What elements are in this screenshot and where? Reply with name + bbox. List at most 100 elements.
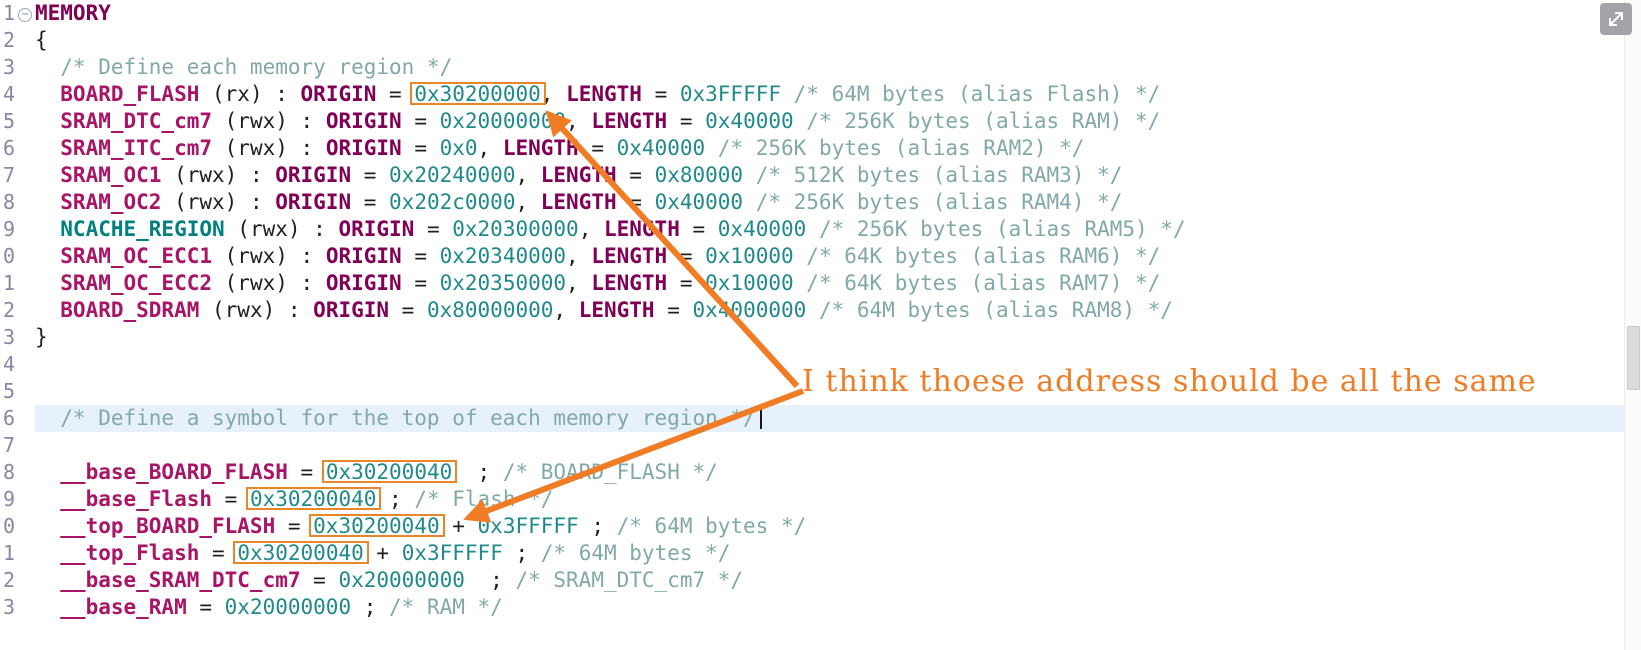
- code-token: ;: [502, 541, 541, 565]
- fold-column: [15, 135, 35, 162]
- code-text: MEMORY: [35, 0, 111, 27]
- code-line[interactable]: 2 BOARD_SDRAM (rwx) : ORIGIN = 0x8000000…: [0, 297, 1641, 324]
- code-line[interactable]: 5: [0, 378, 1641, 405]
- fold-minus-icon: −: [18, 8, 32, 22]
- code-line[interactable]: 9 NCACHE_REGION (rwx) : ORIGIN = 0x20300…: [0, 216, 1641, 243]
- code-token: =: [401, 244, 440, 268]
- code-token: LENGTH: [566, 82, 642, 106]
- code-line[interactable]: 5 SRAM_DTC_cm7 (rwx) : ORIGIN = 0x200000…: [0, 108, 1641, 135]
- fold-column: [15, 162, 35, 189]
- code-line[interactable]: 2 __base_SRAM_DTC_cm7 = 0x20000000 ; /* …: [0, 567, 1641, 594]
- code-token: SRAM_OC2: [35, 190, 162, 214]
- code-token: /* 256K bytes (alias RAM) */: [793, 109, 1161, 133]
- code-token: =: [376, 82, 415, 106]
- code-token: =: [300, 568, 339, 592]
- code-token: =: [351, 163, 390, 187]
- code-line[interactable]: 8 SRAM_OC2 (rwx) : ORIGIN = 0x202c0000, …: [0, 189, 1641, 216]
- code-token: SRAM_ITC_cm7: [35, 136, 213, 160]
- fold-column: [15, 594, 35, 621]
- code-token: /* 64M bytes */: [540, 541, 731, 565]
- fold-collapse-icon[interactable]: −: [15, 0, 35, 27]
- code-line[interactable]: 3}: [0, 324, 1641, 351]
- code-token: /* RAM */: [389, 595, 503, 619]
- fold-column: [15, 108, 35, 135]
- line-number: 5: [0, 378, 15, 405]
- code-token: =: [667, 109, 706, 133]
- code-text: __top_BOARD_FLASH = 0x30200040 + 0x3FFFF…: [35, 513, 806, 540]
- code-token: ,: [566, 271, 592, 295]
- line-number: 0: [0, 513, 15, 540]
- fold-column: [15, 513, 35, 540]
- code-token: =: [641, 82, 680, 106]
- code-token: 0x10000: [705, 271, 794, 295]
- fold-column: [15, 189, 35, 216]
- maximize-editor-button[interactable]: [1600, 3, 1632, 35]
- code-text: SRAM_OC_ECC2 (rwx) : ORIGIN = 0x20350000…: [35, 270, 1160, 297]
- code-line[interactable]: 7 SRAM_OC1 (rwx) : ORIGIN = 0x20240000, …: [0, 162, 1641, 189]
- code-line[interactable]: 1−MEMORY: [0, 0, 1641, 27]
- code-line[interactable]: 2{: [0, 27, 1641, 54]
- line-number: 2: [0, 567, 15, 594]
- code-line[interactable]: 9 __base_Flash = 0x30200040 ; /* Flash *…: [0, 486, 1641, 513]
- code-token: /* Define a symbol for the top of each m…: [35, 406, 756, 430]
- code-token: LENGTH: [603, 217, 680, 241]
- fold-column: [15, 486, 35, 513]
- code-line[interactable]: 1 __top_Flash = 0x30200040 + 0x3FFFFF ; …: [0, 540, 1641, 567]
- fold-column: [15, 540, 35, 567]
- fold-column: [15, 405, 35, 432]
- line-number: 1: [0, 0, 15, 27]
- code-line[interactable]: 0 SRAM_OC_ECC1 (rwx) : ORIGIN = 0x203400…: [0, 243, 1641, 270]
- code-line[interactable]: 6 SRAM_ITC_cm7 (rwx) : ORIGIN = 0x0, LEN…: [0, 135, 1641, 162]
- code-line[interactable]: 3 __base_RAM = 0x20000000 ; /* RAM */: [0, 594, 1641, 621]
- code-token: LENGTH: [591, 109, 668, 133]
- fold-column: [15, 378, 35, 405]
- code-token: +: [363, 541, 402, 565]
- code-token: __base_BOARD_FLASH: [35, 460, 288, 484]
- code-token: (rwx) :: [161, 163, 276, 187]
- code-text: __base_SRAM_DTC_cm7 = 0x20000000 ; /* SR…: [35, 567, 743, 594]
- code-line[interactable]: 4 BOARD_FLASH (rx) : ORIGIN = 0x30200000…: [0, 81, 1641, 108]
- line-number: 1: [0, 540, 15, 567]
- line-number: 8: [0, 459, 15, 486]
- code-token: ,: [515, 163, 541, 187]
- code-token: 0x20000000: [439, 109, 567, 133]
- code-token: 0x40000: [705, 109, 794, 133]
- code-token: 0x4000000: [692, 298, 807, 322]
- code-line[interactable]: 8 __base_BOARD_FLASH = 0x30200040 ; /* B…: [0, 459, 1641, 486]
- highlighted-token: 0x30200040: [237, 541, 364, 565]
- code-line[interactable]: 6 /* Define a symbol for the top of each…: [0, 405, 1641, 432]
- code-line[interactable]: 3 /* Define each memory region */: [0, 54, 1641, 81]
- code-token: /* 64M bytes */: [616, 514, 807, 538]
- scrollbar-thumb[interactable]: [1627, 326, 1640, 390]
- code-token: ;: [578, 514, 617, 538]
- code-token: /* 64M bytes (alias RAM8) */: [806, 298, 1173, 322]
- code-token: (rwx) :: [212, 244, 326, 268]
- line-number: 7: [0, 162, 15, 189]
- code-text: __base_Flash = 0x30200040 ; /* Flash */: [35, 486, 553, 513]
- fold-column: [15, 567, 35, 594]
- code-token: =: [287, 460, 326, 484]
- code-token: =: [351, 190, 390, 214]
- code-token: ORIGIN: [338, 217, 415, 241]
- code-line[interactable]: 1 SRAM_OC_ECC2 (rwx) : ORIGIN = 0x203500…: [0, 270, 1641, 297]
- code-token: 0x20350000: [439, 271, 567, 295]
- highlighted-token: 0x30200040: [313, 514, 440, 538]
- fold-column: [15, 270, 35, 297]
- fold-column: [15, 459, 35, 486]
- code-token: 0x3FFFFF: [401, 541, 503, 565]
- code-line[interactable]: 4: [0, 351, 1641, 378]
- code-text: SRAM_DTC_cm7 (rwx) : ORIGIN = 0x20000000…: [35, 108, 1160, 135]
- code-token: __base_Flash: [35, 487, 213, 511]
- code-text: __top_Flash = 0x30200040 + 0x3FFFFF ; /*…: [35, 540, 730, 567]
- code-line[interactable]: 0 __top_BOARD_FLASH = 0x30200040 + 0x3FF…: [0, 513, 1641, 540]
- highlighted-token: 0x30200000: [414, 82, 541, 106]
- code-token: SRAM_OC_ECC2: [35, 271, 213, 295]
- vertical-scrollbar[interactable]: [1624, 0, 1641, 650]
- code-token: ,: [515, 190, 541, 214]
- code-line[interactable]: 7: [0, 432, 1641, 459]
- code-token: =: [275, 514, 314, 538]
- code-token: =: [616, 163, 655, 187]
- code-token: LENGTH: [591, 244, 668, 268]
- code-token: =: [616, 190, 655, 214]
